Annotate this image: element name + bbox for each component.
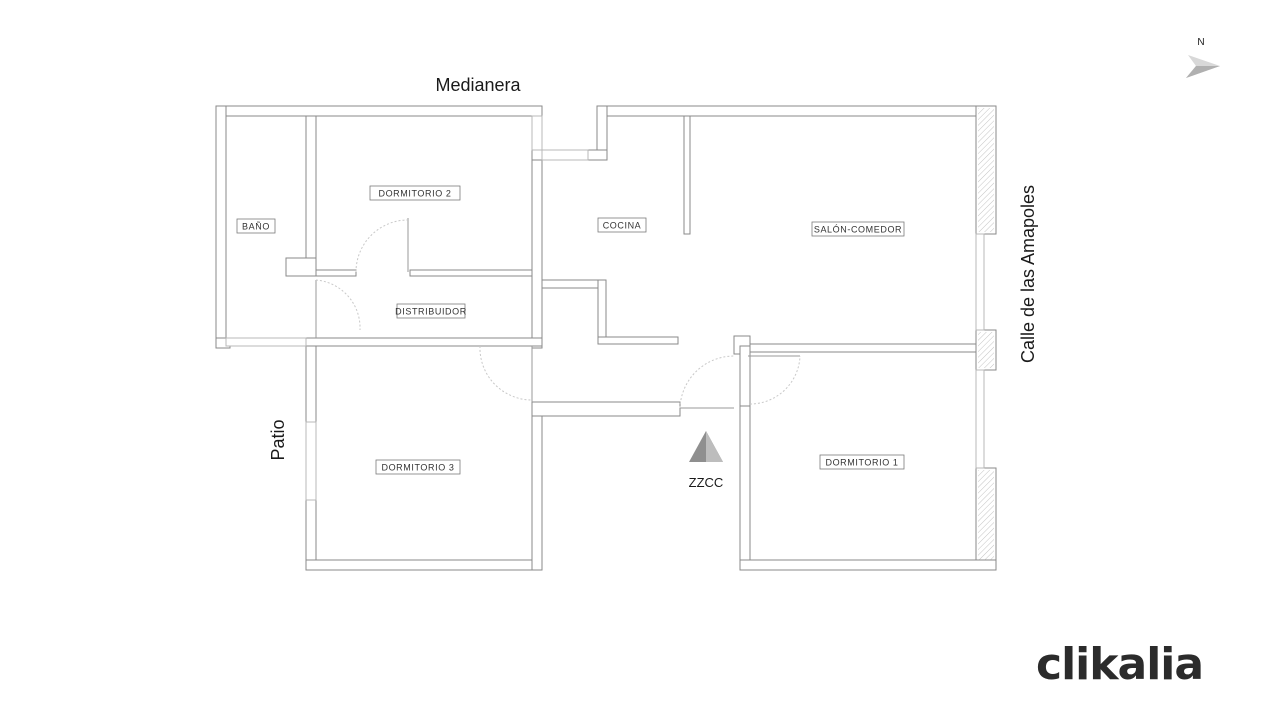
room-name-cocina: COCINA [603, 221, 642, 231]
room-label-distribuidor: DISTRIBUIDOR [395, 303, 467, 319]
street-label: Calle de las Amapoles [1018, 185, 1038, 363]
room-label-cocina: COCINA [597, 217, 647, 233]
room-label-salon-comedor: SALÓN-COMEDOR [811, 221, 905, 237]
clikalia-logo: clikalia [1036, 639, 1204, 690]
room-name-dormitorio-1: DORMITORIO 1 [825, 458, 898, 468]
room-label-dormitorio-2: DORMITORIO 2 [369, 185, 461, 201]
windows [225, 115, 985, 501]
logo-text: clikalia [1036, 639, 1204, 690]
room-name-distribuidor: DISTRIBUIDOR [395, 307, 467, 317]
north-label: N [1197, 37, 1204, 48]
walls [215, 105, 997, 571]
room-label-bano: BAÑO [236, 218, 276, 234]
patio-label: Patio [268, 419, 288, 460]
room-label-dormitorio-1: DORMITORIO 1 [819, 454, 905, 470]
room-name-dormitorio-2: DORMITORIO 2 [378, 189, 451, 199]
north-arrow-icon [1186, 55, 1220, 78]
room-name-salon-comedor: SALÓN-COMEDOR [814, 225, 902, 235]
room-name-dormitorio-3: DORMITORIO 3 [381, 463, 454, 473]
medianera-label: Medianera [435, 75, 521, 95]
doors [315, 218, 801, 409]
room-label-dormitorio-3: DORMITORIO 3 [375, 459, 461, 475]
zzcc-label: ZZCC [689, 475, 724, 490]
room-name-bano: BAÑO [242, 222, 270, 232]
